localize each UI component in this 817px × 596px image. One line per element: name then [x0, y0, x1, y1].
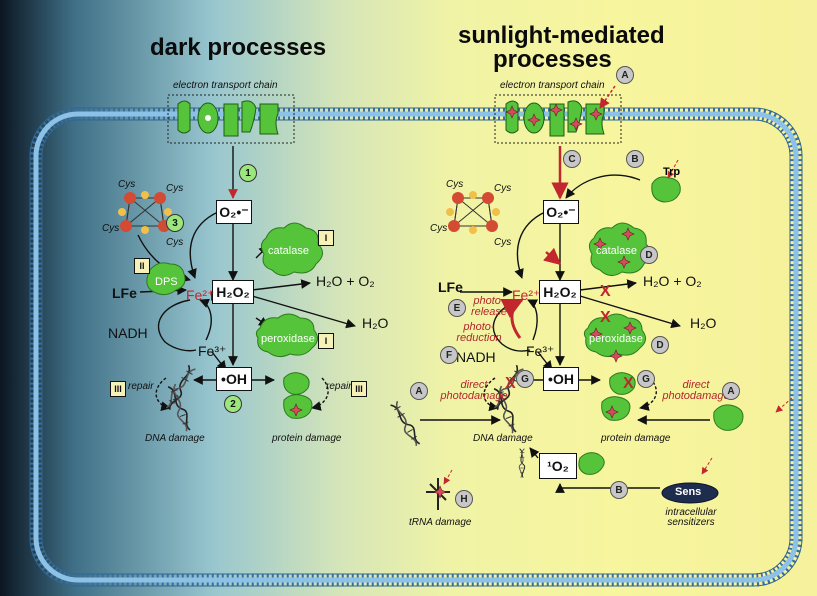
marker-B-top: B — [626, 150, 644, 168]
enzyme-blobs — [146, 176, 744, 475]
fe-s-cluster-sunlight — [446, 191, 500, 234]
marker-B-bottom: B — [610, 481, 628, 499]
cys-label: Cys — [494, 237, 512, 248]
repair-label-right: repair — [326, 381, 352, 392]
h2o2-box-dark: H₂O₂ — [212, 280, 254, 304]
peroxidase-blob-dark — [255, 313, 318, 358]
fe3-label-sunlight: Fe³⁺ — [526, 343, 555, 359]
svg-text:X: X — [600, 283, 611, 300]
cys-label: Cys — [446, 179, 464, 190]
svg-text:X: X — [505, 375, 516, 392]
water-label-dark: H₂O — [362, 315, 389, 331]
title-processes: processes — [493, 46, 612, 73]
dps-label: DPS — [155, 276, 178, 288]
marker-D-catalase: D — [640, 246, 658, 264]
sens-label: Sens — [675, 486, 702, 498]
marker-F: F — [440, 346, 458, 364]
cys-label: Cys — [166, 237, 184, 248]
photo-release-label: photo-release — [470, 295, 508, 318]
lfe-label-dark: LFe — [112, 285, 137, 301]
catalase-label-sunlight: catalase — [596, 245, 637, 257]
svg-text:X: X — [600, 309, 611, 326]
nadh-label-sunlight: NADH — [456, 349, 496, 365]
photo-reduction-label: photo-reduction — [456, 321, 502, 344]
etc-dark — [167, 94, 295, 144]
direct-photodamage-label-right: direct photodamage — [662, 379, 730, 402]
peroxidase-label-sunlight: peroxidase — [589, 333, 643, 345]
marker-H: H — [455, 490, 473, 508]
cys-label: Cys — [118, 179, 136, 190]
catalase-blob-dark — [260, 222, 323, 276]
fe2-label-dark: Fe²⁺ — [186, 287, 215, 303]
inhibition-marks: X X X X — [505, 283, 634, 392]
etc-label-dark: electron transport chain — [173, 80, 278, 91]
marker-A-top: A — [616, 66, 634, 84]
lfe-label-sunlight: LFe — [438, 279, 463, 295]
dna-damage-label-sunlight: DNA damage — [473, 433, 533, 444]
fe3-label-dark: Fe³⁺ — [198, 343, 227, 359]
cys-label: Cys — [430, 223, 448, 234]
water-oxygen-label-dark: H₂O + O₂ — [316, 273, 375, 289]
marker-G-left: G — [516, 370, 534, 388]
protein-damage-label-dark: protein damage — [272, 433, 342, 444]
hydroxyl-box-dark: •OH — [216, 367, 252, 391]
title-sunlight-mediated: sunlight-mediated — [458, 22, 665, 49]
svg-text:X: X — [623, 375, 634, 392]
marker-II: II — [134, 258, 150, 274]
nadh-label-dark: NADH — [108, 325, 148, 341]
marker-E: E — [448, 299, 466, 317]
marker-C: C — [563, 150, 581, 168]
marker-I-peroxidase: I — [318, 333, 334, 349]
cys-label: Cys — [166, 183, 184, 194]
singlet-oxygen-box: ¹O₂ — [539, 453, 577, 479]
water-oxygen-label-sunlight: H₂O + O₂ — [643, 273, 702, 289]
trp-label: Trp — [663, 166, 681, 178]
etc-sunlight — [494, 85, 622, 144]
superoxide-box-dark: O₂•⁻ — [216, 200, 252, 224]
fe2-label-sunlight: Fe²⁺ — [512, 287, 541, 303]
marker-G-right: G — [637, 370, 655, 388]
water-label-sunlight: H₂O — [690, 315, 717, 331]
repair-label-left: repair — [128, 381, 154, 392]
peroxidase-label-dark: peroxidase — [261, 333, 315, 345]
sensitizer-shape — [661, 482, 719, 504]
hydroxyl-box-sunlight: •OH — [543, 367, 579, 391]
intracellular-sensitizers-label: intracellular sensitizers — [665, 507, 717, 528]
cys-label: Cys — [102, 223, 120, 234]
marker-I-catalase: I — [318, 230, 334, 246]
dna-damage-label-dark: DNA damage — [145, 433, 205, 444]
catalase-blob-sunlight — [588, 222, 651, 276]
direct-photodamage-label-left: direct photodamage — [440, 379, 508, 402]
title-dark-processes: dark processes — [150, 34, 327, 61]
h2o2-box-sunlight: H₂O₂ — [539, 280, 581, 304]
marker-A-left: A — [410, 382, 428, 400]
trna-shape — [426, 478, 450, 510]
marker-III-left: III — [110, 381, 126, 397]
step-marker-2: 2 — [224, 395, 242, 413]
step-marker-1: 1 — [239, 164, 257, 182]
trna-damage-label: tRNA damage — [409, 517, 472, 528]
dps-blob — [146, 262, 186, 296]
cell-membrane — [29, 107, 803, 587]
catalase-label-dark: catalase — [268, 245, 309, 257]
superoxide-box-sunlight: O₂•⁻ — [543, 200, 579, 224]
protein-damage-label-sunlight: protein damage — [601, 433, 671, 444]
cys-label: Cys — [494, 183, 512, 194]
fe-s-cluster-dark — [118, 191, 172, 234]
marker-A-right: A — [722, 382, 740, 400]
etc-label-sunlight: electron transport chain — [500, 80, 605, 91]
marker-D-peroxidase: D — [651, 336, 669, 354]
step-marker-3: 3 — [166, 214, 184, 232]
marker-III-right: III — [351, 381, 367, 397]
